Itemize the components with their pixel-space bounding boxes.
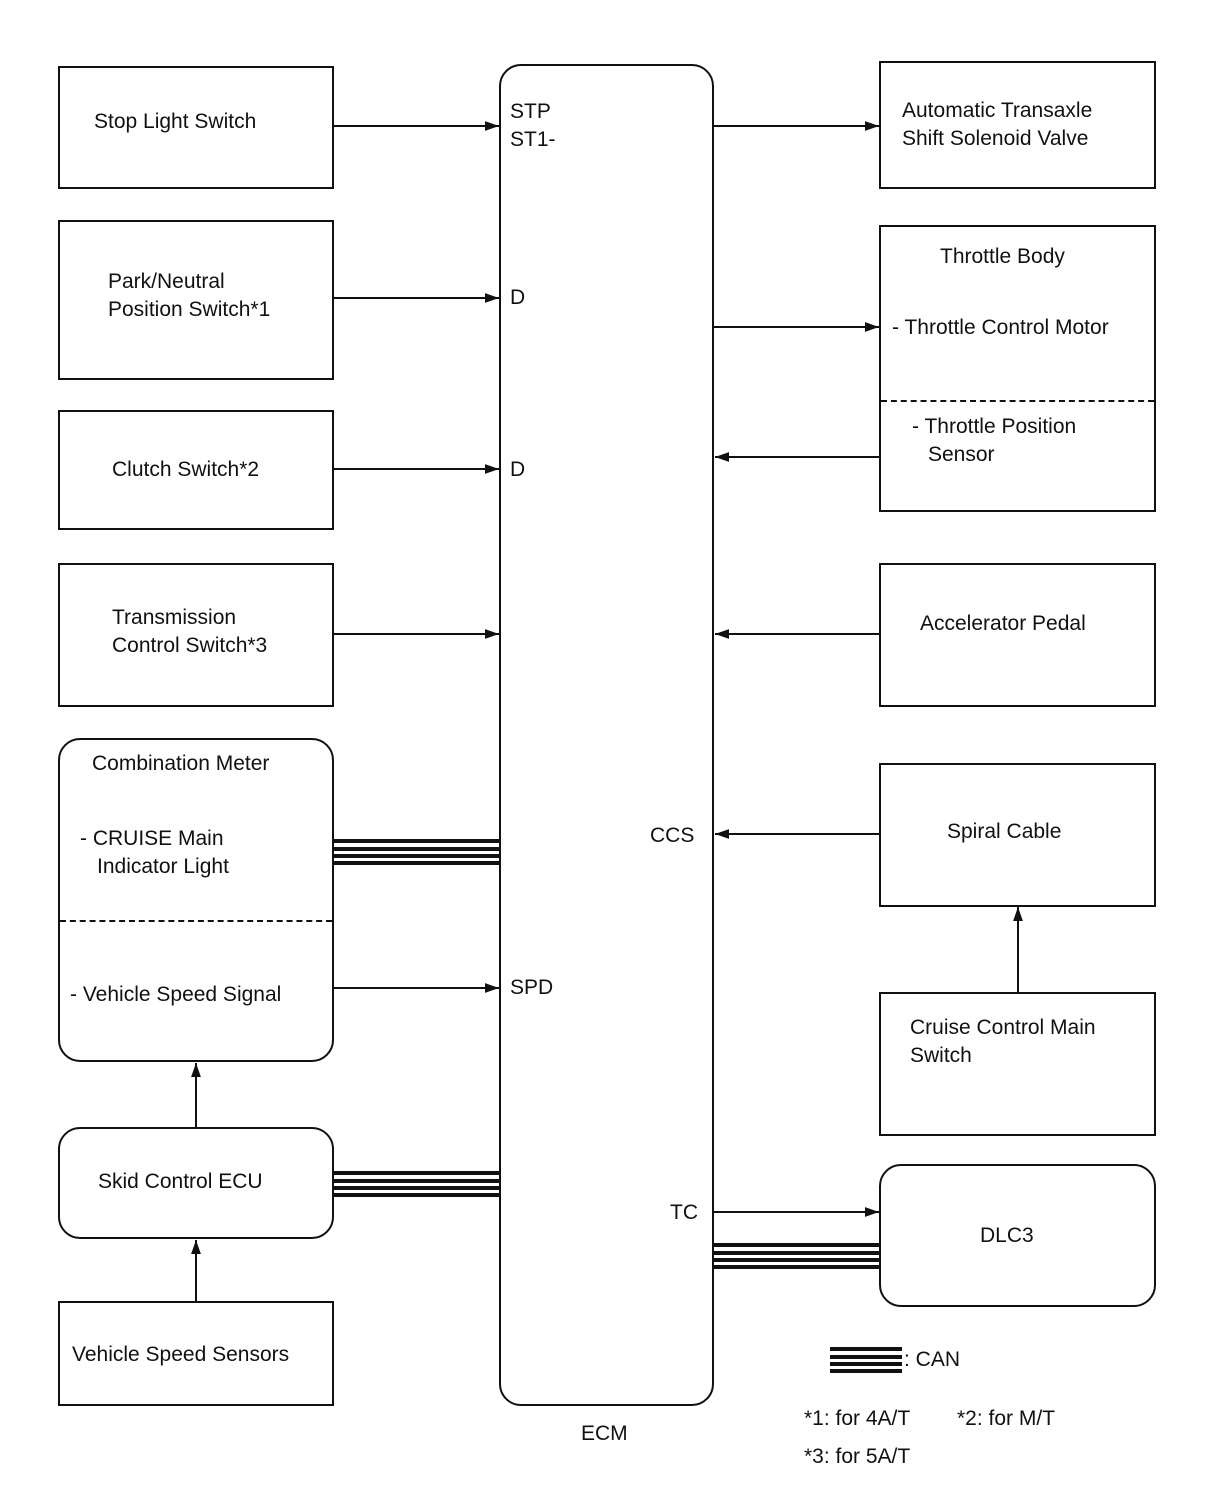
shift-solenoid-valve-box (879, 61, 1156, 189)
can-bus-dlc3 (713, 1243, 881, 1269)
ecm-pin-ccs: CCS (650, 824, 695, 847)
throttle-body-divider (881, 400, 1154, 402)
skid-control-ecu-box (58, 1127, 334, 1239)
shift-solenoid-label-line1: Automatic Transaxle (902, 99, 1093, 122)
accelerator-pedal-label: Accelerator Pedal (920, 612, 1086, 635)
throttle-position-line2: Sensor (928, 443, 995, 466)
cruise-indicator-line2: Indicator Light (97, 855, 229, 878)
stop-light-switch-label: Stop Light Switch (94, 110, 257, 133)
dlc3-box (879, 1164, 1156, 1307)
cruise-main-label-line1: Cruise Control Main (910, 1016, 1096, 1039)
stop-light-switch-box (58, 66, 334, 189)
cruise-main-label-line2: Switch (910, 1044, 972, 1067)
can-legend-label: : CAN (904, 1348, 961, 1371)
throttle-control-motor-label: - Throttle Control Motor (892, 316, 1109, 339)
footnote-3: *3: for 5A/T (804, 1445, 911, 1468)
ecm-pin-stp: STP (510, 100, 551, 123)
transmission-label-line2: Control Switch*3 (112, 634, 268, 657)
ecm-pin-st1: ST1- (510, 128, 556, 151)
park-neutral-label-line2: Position Switch*1 (108, 298, 271, 321)
combination-meter-title: Combination Meter (92, 752, 270, 775)
throttle-position-line1: - Throttle Position (912, 415, 1077, 438)
ecm-box (499, 64, 714, 1406)
combination-meter-box (58, 738, 334, 1062)
can-legend-symbol (830, 1347, 902, 1373)
ecm-pin-d-park: D (510, 286, 526, 309)
vehicle-speed-signal-label: - Vehicle Speed Signal (70, 983, 282, 1006)
ecm-pin-tc: TC (670, 1201, 698, 1224)
park-neutral-switch-box (58, 220, 334, 380)
skid-control-ecu-label: Skid Control ECU (98, 1170, 263, 1193)
can-bus-skid-control (333, 1171, 500, 1197)
shift-solenoid-label-line2: Shift Solenoid Valve (902, 127, 1089, 150)
ecm-pin-d-clutch: D (510, 458, 526, 481)
vehicle-speed-sensors-label: Vehicle Speed Sensors (72, 1343, 290, 1366)
cruise-control-main-switch-box (879, 992, 1156, 1136)
footnote-1: *1: for 4A/T (804, 1407, 911, 1430)
cruise-indicator-line1: - CRUISE Main (80, 827, 224, 850)
combination-meter-divider (60, 920, 332, 922)
spiral-cable-label: Spiral Cable (947, 820, 1062, 843)
clutch-switch-label: Clutch Switch*2 (112, 458, 260, 481)
vehicle-speed-sensors-box (58, 1301, 334, 1406)
ecm-pin-spd: SPD (510, 976, 554, 999)
spiral-cable-box (879, 763, 1156, 907)
park-neutral-label-line1: Park/Neutral (108, 270, 225, 293)
clutch-switch-box (58, 410, 334, 530)
accelerator-pedal-box (879, 563, 1156, 707)
can-bus-combination-meter (333, 839, 500, 865)
footnote-2: *2: for M/T (957, 1407, 1056, 1430)
throttle-body-title: Throttle Body (940, 245, 1065, 268)
dlc3-label: DLC3 (980, 1224, 1034, 1247)
transmission-label-line1: Transmission (112, 606, 237, 629)
throttle-body-box (879, 225, 1156, 512)
ecm-label: ECM (581, 1422, 628, 1445)
transmission-control-switch-box (58, 563, 334, 707)
